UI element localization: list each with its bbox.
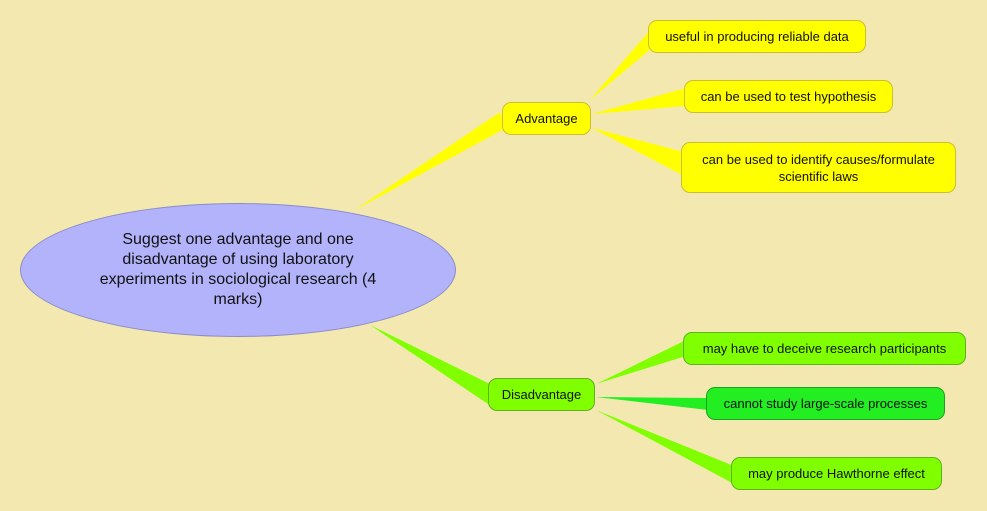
advantage-item[interactable]: useful in producing reliable data bbox=[648, 20, 866, 53]
advantage-node[interactable]: Advantage bbox=[502, 102, 591, 135]
branch-central-advantage bbox=[355, 112, 506, 210]
disadvantage-item[interactable]: may have to deceive research participant… bbox=[683, 332, 966, 365]
disadvantage-item[interactable]: may produce Hawthorne effect bbox=[731, 457, 942, 490]
branch-central-disadvantage bbox=[370, 325, 490, 404]
central-topic-text: Suggest one advantage and one disadvanta… bbox=[99, 231, 377, 308]
branch-advantage-item2 bbox=[592, 88, 686, 114]
branch-disadvantage-item2 bbox=[596, 397, 708, 410]
branch-disadvantage-item1 bbox=[596, 340, 686, 384]
central-topic[interactable]: Suggest one advantage and one disadvanta… bbox=[20, 203, 456, 337]
disadvantage-item[interactable]: cannot study large-scale processes bbox=[706, 387, 945, 420]
branch-disadvantage-item3 bbox=[596, 410, 734, 484]
advantage-item[interactable]: can be used to test hypothesis bbox=[684, 80, 893, 113]
disadvantage-node[interactable]: Disadvantage bbox=[488, 378, 595, 411]
advantage-item[interactable]: can be used to identify causes/formulate… bbox=[681, 142, 956, 193]
branch-advantage-item3 bbox=[592, 128, 684, 176]
branch-advantage-item1 bbox=[590, 30, 652, 100]
